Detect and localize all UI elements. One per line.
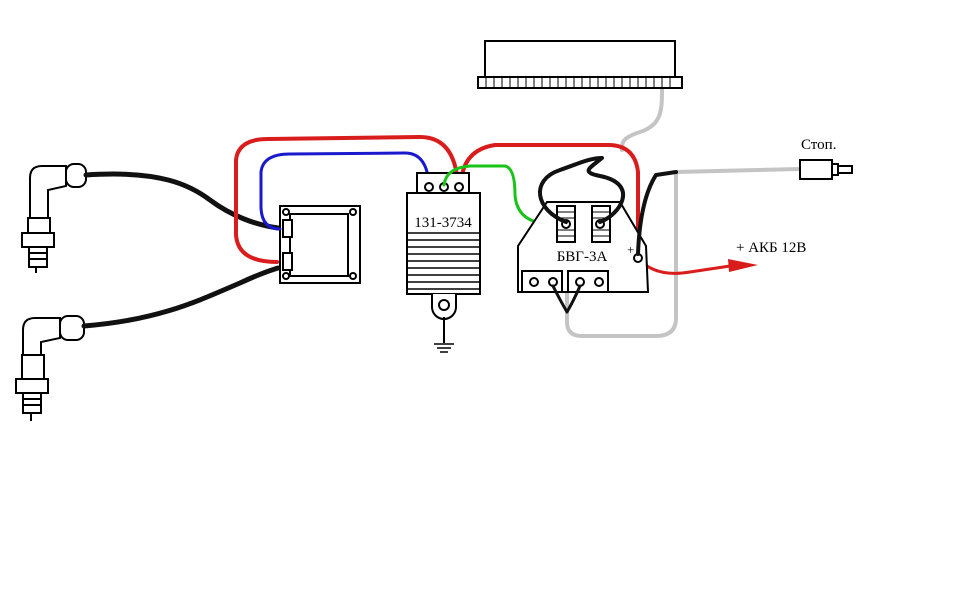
black-hv-wire-bottom — [81, 265, 281, 329]
red-wire-battery — [636, 256, 732, 275]
switch-unit — [406, 172, 481, 343]
ground-icon — [434, 343, 454, 353]
green-wire-switch-to-regulator — [442, 164, 567, 226]
black-wire-bottom-terminals — [551, 284, 582, 314]
battery-label: + АКБ 12В — [736, 240, 806, 256]
stop-switch-icon — [799, 159, 853, 180]
high-voltage-wires — [81, 171, 281, 329]
generator — [477, 40, 683, 89]
spark-plug-bottom — [15, 315, 85, 421]
gray-wire-generator — [620, 86, 664, 152]
blue-wire-coil-to-switch — [259, 151, 431, 231]
switch-unit-label: 131-3734 — [414, 215, 472, 231]
ignition-coil — [279, 205, 361, 284]
regulator-unit — [517, 201, 650, 293]
black-wire-to-terminal — [636, 170, 678, 256]
gray-wire-stop — [674, 167, 802, 174]
gray-wire-loop — [565, 170, 678, 338]
battery-arrow-icon — [728, 259, 758, 272]
black-wire-loop — [538, 156, 626, 224]
red-blue-wires — [234, 135, 758, 275]
black-control-wires — [538, 156, 678, 314]
regulator-label: БВГ-3А — [557, 249, 608, 265]
plus-terminal-label: + — [627, 242, 634, 257]
black-hv-wire-top — [83, 171, 281, 231]
stop-label: Стоп. — [801, 137, 836, 153]
spark-plug-top — [21, 163, 87, 273]
red-wire-coil-to-switch — [234, 135, 460, 264]
gray-wires — [565, 86, 802, 338]
